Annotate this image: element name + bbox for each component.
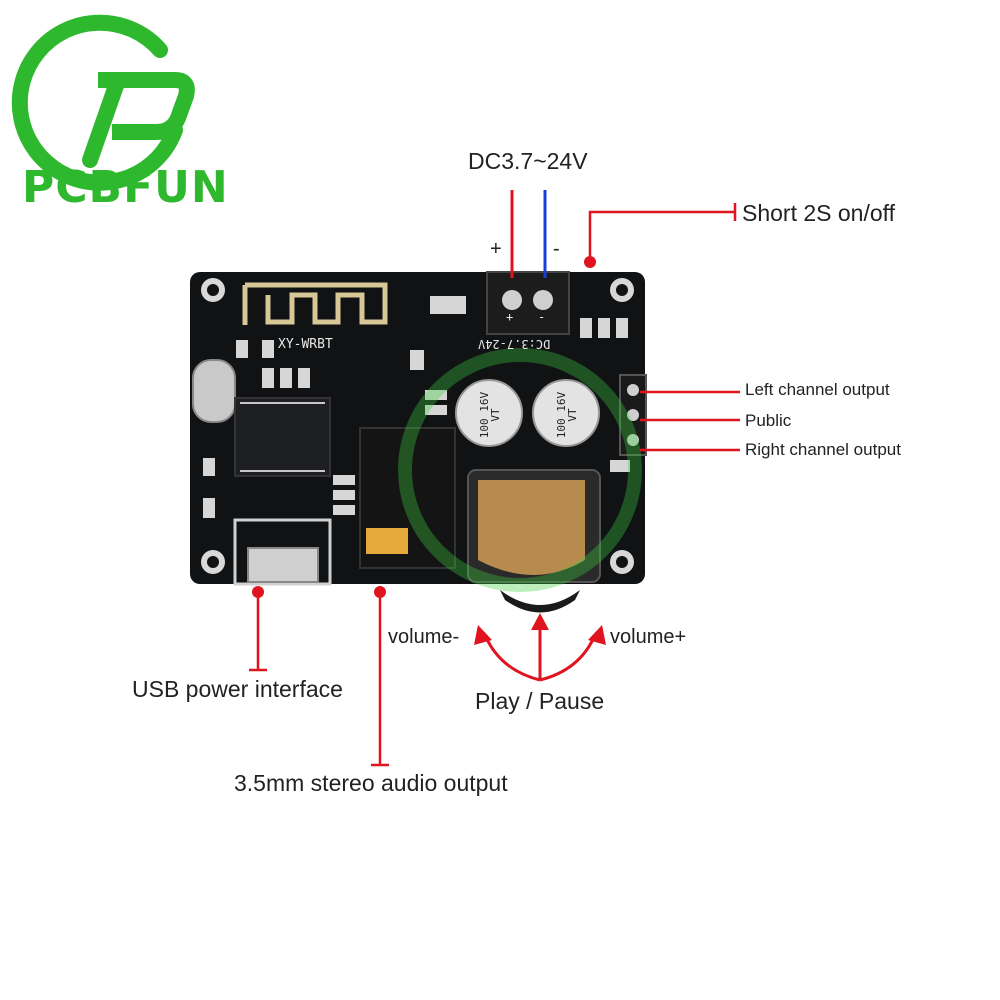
crystal xyxy=(192,359,236,423)
logo-text: PCBFUN xyxy=(22,162,229,213)
public-label: Public xyxy=(745,411,792,430)
right-channel-label: Right channel output xyxy=(745,440,901,459)
volume-minus-label: volume- xyxy=(388,626,460,648)
power-plus-label: + xyxy=(490,238,502,260)
play-pause-label: Play / Pause xyxy=(475,688,605,714)
main-ic xyxy=(234,397,331,477)
encoder-knob xyxy=(478,480,585,575)
volume-plus-label: volume+ xyxy=(610,626,687,648)
left-channel-label: Left channel output xyxy=(745,380,890,399)
short-press-leader xyxy=(588,210,735,262)
power-minus-label: - xyxy=(553,238,560,260)
antenna-trace xyxy=(242,282,388,325)
audio-output-label: 3.5mm stereo audio output xyxy=(234,770,508,796)
pcbfun-logo-icon xyxy=(11,14,195,191)
watermark-icon xyxy=(398,348,642,592)
terminal-minus-silk: - xyxy=(538,310,546,324)
capacitor-2 xyxy=(532,379,600,447)
power-terminal xyxy=(486,271,570,335)
board-model-text: XY-WRBT xyxy=(278,337,333,352)
audio-jack-contact xyxy=(366,528,408,554)
short-press-label: Short 2S on/off xyxy=(742,200,896,226)
usb-port-icon xyxy=(247,547,319,583)
smd-components xyxy=(203,296,630,518)
capacitor-1 xyxy=(455,379,523,447)
power-voltage-label: DC3.7~24V xyxy=(468,148,588,174)
terminal-plus-silk: + xyxy=(506,310,514,324)
volume-arrows-icon xyxy=(483,625,597,682)
usb-power-label: USB power interface xyxy=(132,676,343,702)
